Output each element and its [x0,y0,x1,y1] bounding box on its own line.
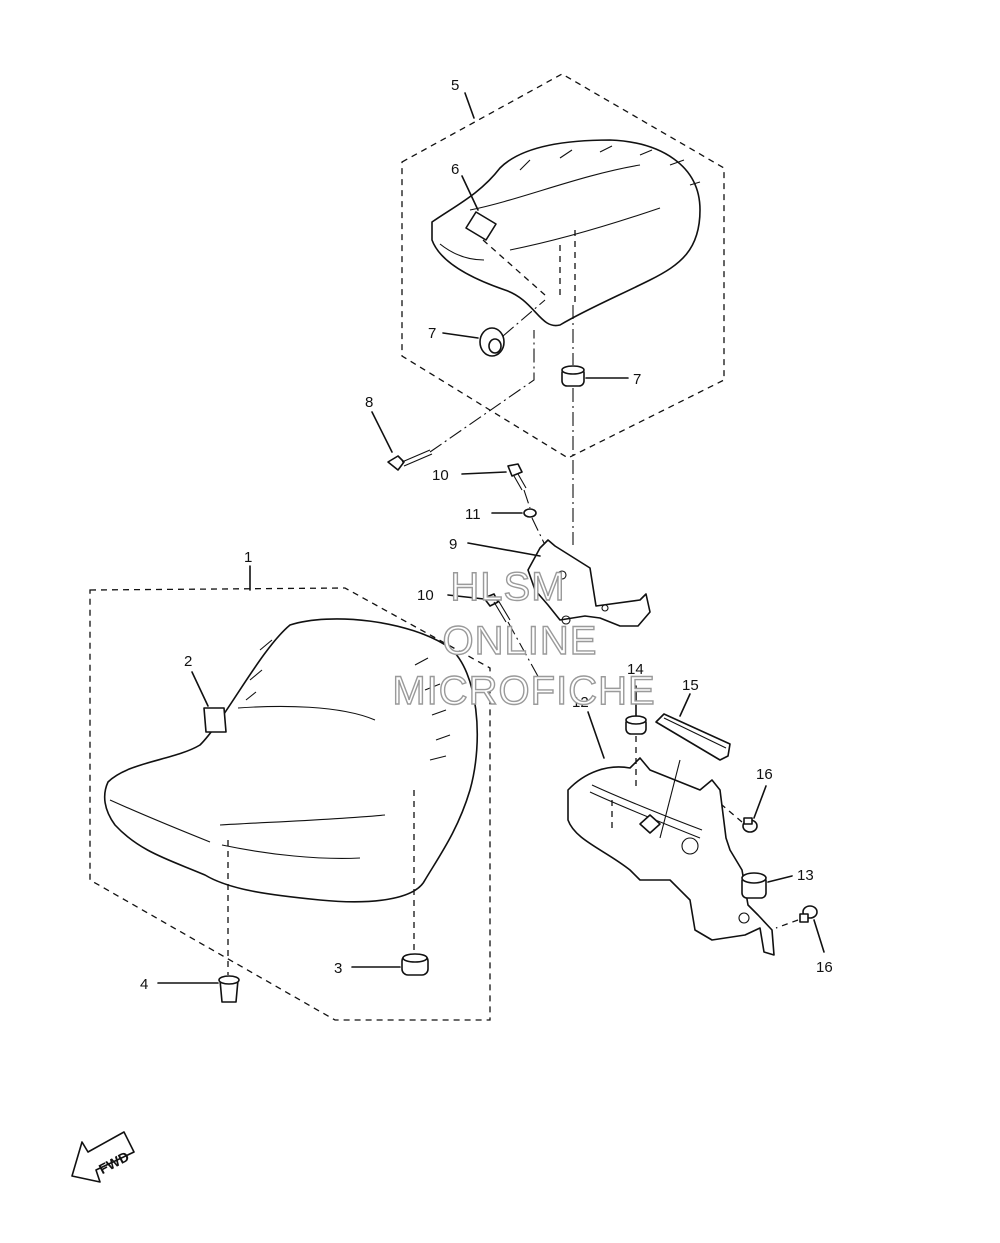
pillion-seat-outline-box [401,73,725,459]
callout-12: 12 [572,694,589,711]
callout-3: 3 [334,960,342,977]
leader-9 [467,542,541,557]
damper-3 [401,953,429,976]
callout-10-upper: 10 [432,467,449,484]
leader-5 [464,92,475,119]
fwd-arrow: FWD [71,1131,135,1183]
grommet-13 [741,872,767,899]
callout-15: 15 [682,677,699,694]
callout-8: 8 [365,394,373,411]
callout-10-lower: 10 [417,587,434,604]
leader-15 [679,693,691,717]
callout-2: 2 [184,653,192,670]
callout-13: 13 [797,867,814,884]
callout-6: 6 [451,161,459,178]
screw-16-upper [742,817,758,833]
leader-13 [767,875,793,883]
rider-seat-group [89,565,491,1021]
pillion-seat [431,139,701,327]
seat-tag-2 [203,707,227,733]
nut-4 [218,975,240,1003]
watermark-line-1: HLSM [450,565,565,609]
callout-labels: 1 2 3 4 5 6 7 7 8 9 10 10 11 12 13 14 15… [140,77,833,993]
leader-7-left [442,332,479,339]
watermark-line-2: ONLINE [443,619,598,663]
side-cover-12 [567,757,775,956]
damper-right [561,365,585,387]
bolt-8 [371,330,535,471]
damper-left [479,327,505,357]
callout-16-lower: 16 [816,959,833,976]
leader-16-lower [813,919,825,953]
pillion-seat-group [401,73,725,545]
bolt-10-upper [507,463,523,477]
callout-9: 9 [449,536,457,553]
washer-11 [523,508,537,518]
leader-10-lower [447,594,485,600]
screw-16-lower [799,905,818,923]
callout-1: 1 [244,549,252,566]
leader-12 [587,711,605,759]
watermark: HLSM ONLINE MICROFICHE [392,564,656,713]
leader-8 [371,411,393,453]
damper-14 [625,715,647,735]
callout-4: 4 [140,976,148,993]
callout-5: 5 [451,77,459,94]
pad-15 [655,713,731,761]
callout-11: 11 [465,506,481,523]
leader-2 [191,671,209,707]
rider-seat-outline-box [89,587,491,1021]
bracket-group [447,463,651,681]
callout-7-right: 7 [633,371,641,388]
callout-16-upper: 16 [756,766,773,783]
fwd-arrow-icon [71,1131,135,1183]
callout-14: 14 [627,661,644,678]
leader-10-upper [461,471,507,475]
leader-16-upper [753,785,767,819]
seat-tag-6 [465,211,497,241]
rider-seat [103,618,478,903]
side-cover-group [567,685,825,956]
callout-7-left: 7 [428,325,436,342]
leader-6 [461,175,479,211]
watermark-line-3: MICROFICHE [392,669,655,713]
seat-bracket-9 [527,539,651,627]
